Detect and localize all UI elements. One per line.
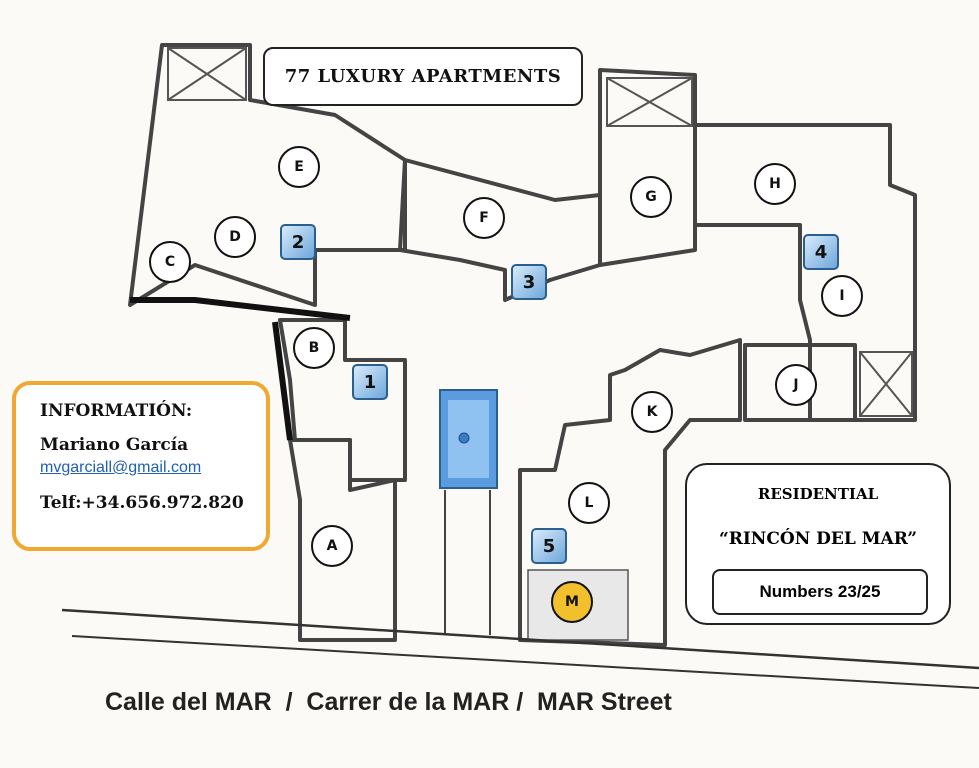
unit-i: I — [821, 275, 863, 317]
unit-h: H — [754, 163, 796, 205]
entrance-2: 2 — [280, 224, 316, 260]
title-label: 77 LUXURY APARTMENTS — [263, 47, 583, 106]
contact-name: Mariano García — [40, 435, 189, 455]
void-g — [606, 77, 693, 127]
residential-label: RESIDENTIAL — [757, 485, 879, 503]
unit-g: G — [630, 176, 672, 218]
unit-c: C — [149, 241, 191, 283]
south-east-wing-outline — [518, 338, 742, 647]
wing-g-outline — [598, 68, 697, 267]
street-line-bottom — [71, 635, 979, 689]
unit-e: E — [278, 146, 320, 188]
unit-a: A — [311, 525, 353, 567]
contact-email-link[interactable]: mvgarciall@gmail.com — [40, 459, 202, 476]
void-se — [859, 351, 913, 417]
entrance-3: 3 — [511, 264, 547, 300]
entrance-5: 5 — [531, 528, 567, 564]
boundary-wall — [130, 297, 351, 441]
info-title: INFORMATIÓN: — [40, 401, 193, 421]
unit-f: F — [463, 197, 505, 239]
info-box: INFORMATIÓN: Mariano García mvgarciall@g… — [12, 381, 270, 551]
unit-b: B — [293, 327, 335, 369]
wing-b-outline — [278, 318, 407, 482]
void-nw — [167, 47, 247, 101]
unit-j: J — [775, 364, 817, 406]
wing-a-outline — [288, 438, 397, 642]
entrance-1: 1 — [352, 364, 388, 400]
entrance-4: 4 — [803, 234, 839, 270]
unit-l: L — [568, 482, 610, 524]
contact-phone: Telf:+34.656.972.820 — [40, 493, 244, 513]
unit-m: M — [551, 581, 593, 623]
street-name: Calle del MAR / Carrer de la MAR / MAR S… — [105, 688, 672, 716]
street-line-top — [61, 608, 979, 670]
street-numbers: Numbers 23/25 — [712, 569, 928, 615]
residential-name: “RINCÓN DEL MAR” — [718, 529, 918, 549]
residential-box: RESIDENTIAL “RINCÓN DEL MAR” Numbers 23/… — [685, 463, 951, 625]
unit-d: D — [214, 216, 256, 258]
unit-k: K — [631, 391, 673, 433]
wing-j-outline — [743, 343, 857, 422]
